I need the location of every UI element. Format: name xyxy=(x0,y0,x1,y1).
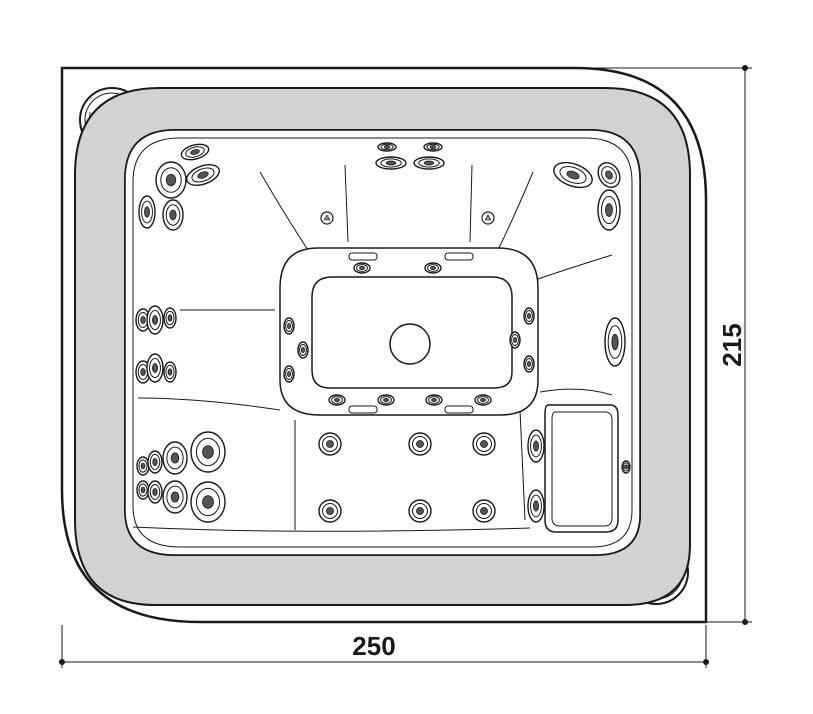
jet-icon xyxy=(408,432,432,456)
jet-icon xyxy=(190,431,226,473)
vent-slot xyxy=(348,252,378,261)
jet-icon xyxy=(527,489,545,523)
jet-icon xyxy=(523,355,535,373)
jet-icon xyxy=(523,307,535,325)
jet-icon xyxy=(297,341,309,359)
vent-slot xyxy=(444,405,474,414)
jet-icon xyxy=(162,199,184,231)
jet-icon xyxy=(377,142,397,152)
dimension-height xyxy=(575,65,752,625)
dimension-width xyxy=(59,625,709,668)
jet-icon xyxy=(138,195,156,229)
jet-icon xyxy=(621,460,631,474)
jet-icon xyxy=(186,164,220,186)
spa-basin-inner-line xyxy=(132,137,633,548)
jet-icon xyxy=(283,317,295,335)
footwell-vents xyxy=(348,252,474,414)
jet-icon xyxy=(147,480,163,504)
jet-icon xyxy=(190,481,226,523)
drain-icon xyxy=(389,323,431,365)
jet-icon xyxy=(162,480,188,514)
air-control-icon xyxy=(320,211,334,225)
jet-icon xyxy=(408,499,432,523)
jet-icon xyxy=(425,394,443,406)
jet-icon xyxy=(162,441,188,475)
vent-slot xyxy=(348,405,378,414)
jet-icon xyxy=(318,432,342,456)
seat-division-lines xyxy=(132,164,613,532)
jet-icon xyxy=(147,450,163,474)
jet-icon xyxy=(472,499,496,523)
lounger-seat-inner xyxy=(551,411,613,527)
jet-icon xyxy=(377,394,395,406)
vent-slot xyxy=(444,252,474,261)
jet-icon xyxy=(328,394,346,406)
jet-icon xyxy=(553,161,593,189)
jet-icon xyxy=(604,317,626,367)
jet-icon xyxy=(155,161,187,199)
width-dimension-label: 250 xyxy=(352,631,395,661)
jet-icon xyxy=(180,143,210,161)
jet-icon xyxy=(136,456,150,476)
jet-icon xyxy=(136,480,150,500)
jet-icon xyxy=(597,161,621,189)
dim-height-tick xyxy=(742,619,748,625)
jet-icon xyxy=(423,142,443,152)
jet-icon xyxy=(163,361,177,383)
jets-layer xyxy=(135,142,631,523)
dim-width-tick xyxy=(703,659,709,665)
jet-icon xyxy=(527,429,545,463)
jet-icon xyxy=(474,394,492,406)
jet-icon xyxy=(353,262,371,274)
air-control-icon xyxy=(481,211,495,225)
jet-icon xyxy=(163,307,177,329)
jet-icon xyxy=(509,331,521,349)
jet-icon xyxy=(597,189,621,231)
dim-width-tick xyxy=(59,659,65,665)
jet-icon xyxy=(375,156,407,170)
jet-icon xyxy=(146,305,164,335)
height-dimension-label: 215 xyxy=(717,323,747,366)
jet-icon xyxy=(413,156,445,170)
jet-icon xyxy=(472,432,496,456)
dim-height-tick xyxy=(742,65,748,71)
lounger-seat xyxy=(544,404,619,533)
jet-icon xyxy=(146,353,164,383)
jet-icon xyxy=(424,262,442,274)
jet-icon xyxy=(283,365,295,383)
jet-icon xyxy=(318,499,342,523)
